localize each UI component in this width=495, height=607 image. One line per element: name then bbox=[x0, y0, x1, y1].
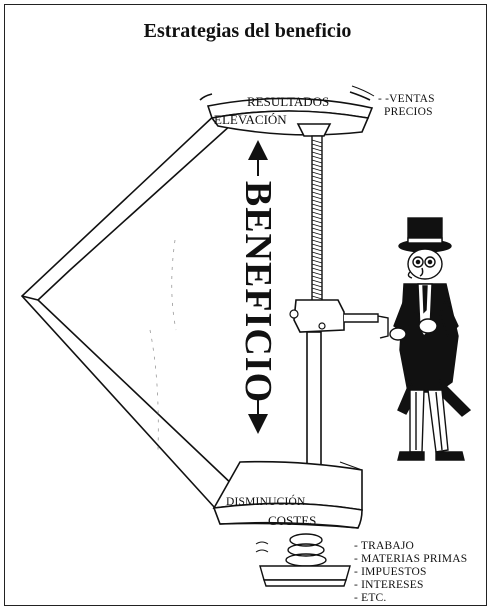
bottom-factor-impuestos: - IMPUESTOS bbox=[354, 566, 427, 578]
beneficio-axis-label: BENEFICIO bbox=[236, 181, 280, 403]
top-plate-label: RESULTADOS bbox=[247, 94, 329, 110]
bottom-plate-label: COSTES bbox=[268, 513, 316, 529]
top-plate-sublabel: ELEVACIÓN bbox=[214, 112, 287, 128]
screw-jack bbox=[288, 124, 388, 492]
bottom-factor-trabajo: - TRABAJO bbox=[354, 540, 414, 552]
bottom-factor-intereses: - INTERESES bbox=[354, 579, 424, 591]
top-factor-ventas: - -VENTAS bbox=[378, 93, 435, 105]
top-factor-precios: PRECIOS bbox=[384, 106, 433, 118]
c-bracket bbox=[22, 112, 236, 508]
bottom-factor-etc: - ETC. bbox=[354, 592, 387, 604]
spring-base bbox=[256, 534, 350, 586]
bottom-plate-sublabel: DISMINUCIÓN bbox=[226, 496, 306, 508]
top-hat-man-figure bbox=[390, 218, 470, 460]
bottom-factor-materias-primas: - MATERIAS PRIMAS bbox=[354, 553, 467, 565]
